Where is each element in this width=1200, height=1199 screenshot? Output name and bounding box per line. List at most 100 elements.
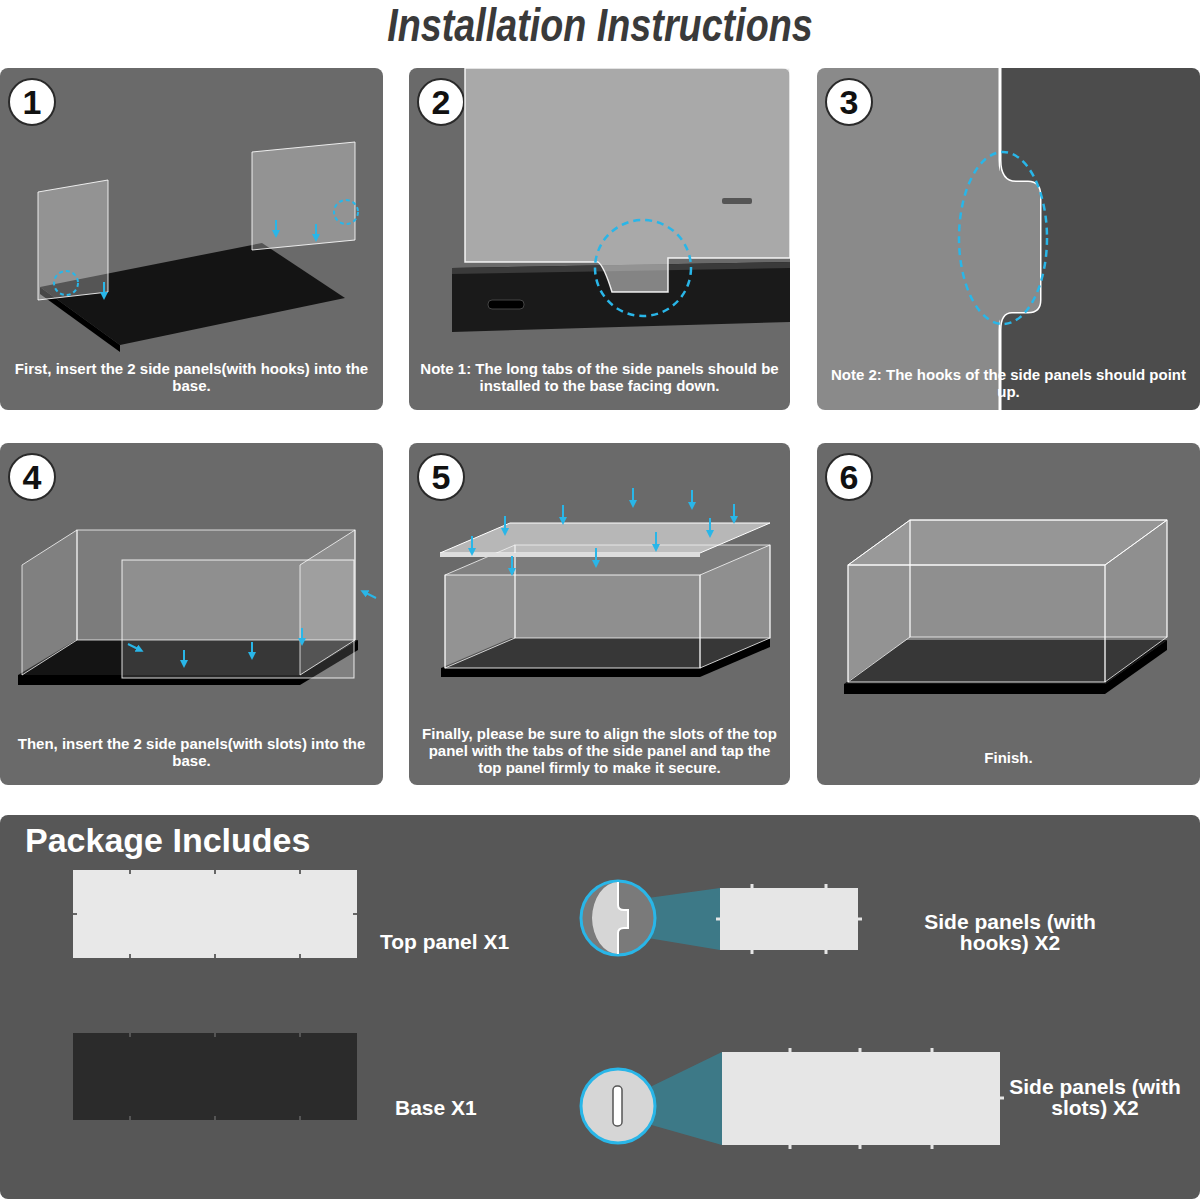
illustration-shape (504, 516, 506, 532)
illustration-shape (709, 518, 711, 534)
step6-illustration (844, 520, 1167, 694)
part-label: Top panel X1 (380, 931, 600, 952)
illustration-shape (122, 560, 354, 678)
illustration-shape (848, 520, 1167, 565)
page-title: Installation Instructions (108, 0, 1092, 50)
illustration-shape (511, 556, 513, 572)
illustration-shape (595, 220, 691, 316)
illustration-shape (334, 200, 358, 224)
illustration-shape (445, 575, 700, 668)
illustration-shape (38, 180, 108, 300)
illustration-shape (275, 220, 277, 234)
illustration-shape (40, 243, 345, 345)
illustration-shape (716, 884, 862, 954)
step-number: 6 (825, 453, 873, 501)
step-panel: 6Finish. (817, 443, 1200, 785)
illustration-shape (315, 224, 317, 238)
step-panel: 1First, insert the 2 side panels(with ho… (0, 68, 383, 410)
illustration-shape (465, 68, 790, 292)
illustration-shape (300, 530, 355, 675)
step-panel: 4Then, insert the 2 side panels(with slo… (0, 443, 383, 785)
step-caption: Note 2: The hooks of the side panels sho… (825, 366, 1192, 400)
illustration-shape (1105, 640, 1167, 694)
step-panel: 5Finally, please be sure to align the sl… (409, 443, 790, 785)
illustration-shape (848, 565, 1105, 682)
illustration-shape (581, 881, 655, 955)
illustration-shape (592, 882, 628, 954)
step-caption: Finally, please be sure to align the slo… (417, 725, 782, 776)
illustration-shape (73, 1033, 357, 1120)
step-number: 1 (8, 78, 56, 126)
illustration-shape (73, 870, 357, 958)
illustration-shape (183, 650, 185, 664)
part-label: Base X1 (395, 1097, 595, 1118)
step-number: 4 (8, 453, 56, 501)
illustration-shape (613, 1086, 622, 1126)
step4-illustration (18, 530, 376, 685)
illustration-shape (910, 520, 1167, 637)
step-panel: 3Note 2: The hooks of the side panels sh… (817, 68, 1200, 410)
step5-illustration (440, 488, 770, 677)
step-number: 5 (417, 453, 465, 501)
package-parts (73, 870, 1004, 1149)
step-caption: Note 1: The long tabs of the side panels… (417, 360, 782, 394)
illustration-shape (700, 545, 770, 668)
illustration-shape (959, 152, 1047, 324)
illustration-shape (471, 536, 473, 552)
illustration-shape (720, 888, 858, 950)
illustration-shape (54, 271, 78, 295)
illustration-shape (515, 545, 770, 638)
illustration-shape (844, 640, 1167, 684)
illustration-shape (130, 1033, 300, 1120)
illustration-shape (73, 870, 357, 958)
illustration-shape (488, 300, 524, 309)
illustration-shape (441, 638, 770, 668)
step-number: 3 (825, 78, 873, 126)
illustration-shape (700, 638, 770, 677)
illustration-shape (691, 490, 693, 506)
illustration-shape (1000, 160, 1040, 330)
section-heading: Package Includes (25, 821, 310, 860)
illustration-shape (18, 675, 300, 685)
step-caption: Then, insert the 2 side panels(with slot… (8, 735, 375, 769)
illustration-shape (128, 644, 140, 650)
illustration-shape (301, 628, 303, 642)
illustration-shape (1000, 68, 1040, 410)
illustration-shape (848, 520, 910, 682)
illustration-shape (452, 262, 790, 274)
illustration-shape (595, 548, 597, 564)
illustration-shape (648, 888, 720, 950)
illustration-shape (844, 684, 1105, 694)
illustration-shape (445, 545, 515, 668)
illustration-shape (441, 668, 700, 677)
illustration-shape (77, 530, 355, 640)
illustration-shape (18, 640, 358, 675)
illustration-shape (581, 1069, 655, 1143)
illustration-shape (632, 488, 634, 504)
illustration-shape (790, 1048, 1004, 1149)
illustration-shape (252, 142, 355, 250)
step-panel: 2Note 1: The long tabs of the side panel… (409, 68, 790, 410)
illustration-shape (251, 642, 253, 656)
illustration-shape (722, 198, 752, 204)
illustration-shape (40, 287, 120, 352)
illustration-shape (440, 523, 770, 553)
part-label: Side panels (with hooks) X2 (905, 911, 1115, 953)
illustration-shape (562, 505, 564, 521)
step-caption: First, insert the 2 side panels(with hoo… (8, 360, 375, 394)
illustration-shape (1105, 520, 1167, 682)
step1-illustration (38, 142, 358, 352)
illustration-shape (655, 532, 657, 548)
illustration-shape (618, 882, 628, 954)
step-caption: Finish. (825, 749, 1192, 766)
part-label: Side panels (with slots) X2 (990, 1076, 1200, 1118)
illustration-shape (648, 1052, 722, 1145)
illustration-shape (300, 640, 358, 685)
illustration-shape (722, 1052, 1000, 1145)
illustration-shape (364, 592, 376, 598)
illustration-shape (22, 530, 77, 675)
illustration-shape (440, 553, 700, 557)
step3-illustration (959, 68, 1047, 410)
